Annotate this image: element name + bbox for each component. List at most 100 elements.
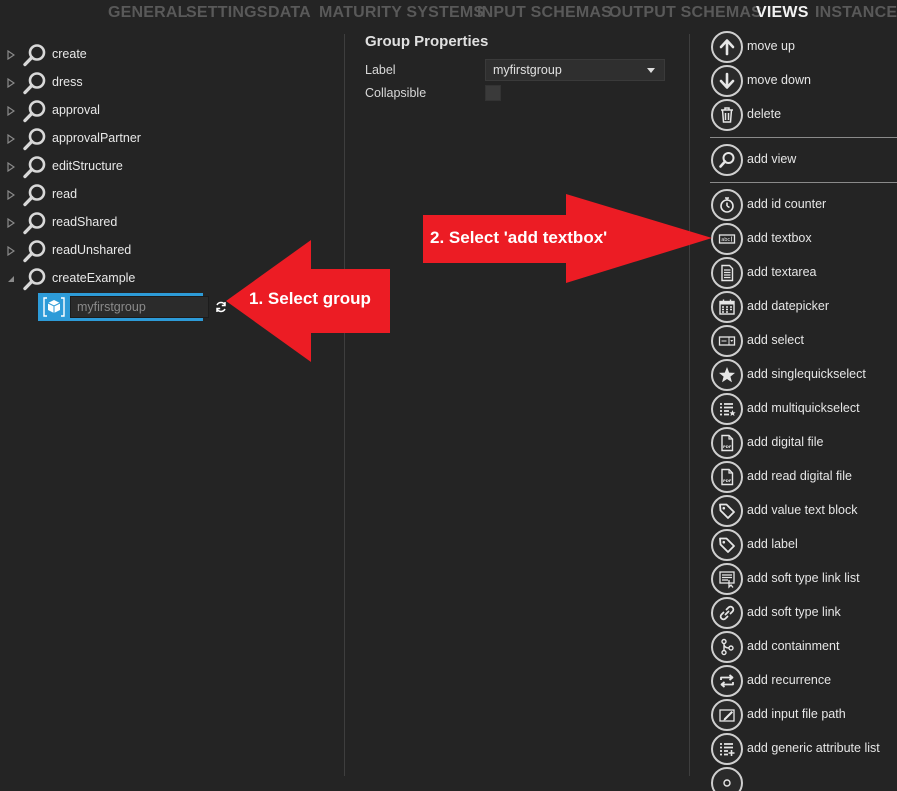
- action-label: add value text block: [747, 503, 858, 517]
- tree-item-dress[interactable]: dress: [0, 69, 230, 97]
- add-soft-type-link-list-button[interactable]: add soft type link list: [711, 563, 897, 595]
- svg-text:PDF: PDF: [723, 478, 732, 483]
- move-down-button[interactable]: move down: [711, 65, 897, 97]
- tree-item-approval[interactable]: approval: [0, 97, 230, 125]
- panel-divider-right: [689, 34, 690, 776]
- expand-arrow-icon[interactable]: [7, 162, 15, 172]
- separator: [710, 182, 897, 183]
- add-containment-button[interactable]: add containment: [711, 631, 897, 663]
- refresh-icon[interactable]: [214, 300, 228, 314]
- tree-item-readshared[interactable]: readShared: [0, 209, 230, 237]
- expand-arrow-icon[interactable]: [7, 78, 15, 88]
- add-soft-type-link-button[interactable]: add soft type link: [711, 597, 897, 629]
- expand-arrow-icon[interactable]: [7, 134, 15, 144]
- pdf-file-icon: PDF: [721, 468, 734, 486]
- tree-item-create[interactable]: create: [0, 41, 230, 69]
- add-multiquickselect-button[interactable]: add multiquickselect: [711, 393, 897, 425]
- action-label: add soft type link list: [747, 571, 860, 585]
- textarea-icon: [721, 264, 734, 282]
- star-icon: [719, 367, 735, 383]
- add-singlequickselect-button[interactable]: add singlequickselect: [711, 359, 897, 391]
- tree-item-read[interactable]: read: [0, 181, 230, 209]
- delete-button[interactable]: delete: [711, 99, 897, 131]
- add-read-digital-file-button[interactable]: PDF add read digital file: [711, 461, 897, 493]
- label-dropdown-value: myfirstgroup: [493, 63, 562, 77]
- tab-maturity-systems[interactable]: MATURITY SYSTEMS: [319, 4, 485, 21]
- action-label: add textarea: [747, 265, 817, 279]
- magnifier-icon: [23, 128, 46, 151]
- magnifier-icon: [23, 184, 46, 207]
- tree-item-readunshared[interactable]: readUnshared: [0, 237, 230, 265]
- expand-arrow-icon[interactable]: [7, 246, 15, 256]
- tab-views[interactable]: VIEWS: [756, 4, 809, 21]
- properties-title: Group Properties: [365, 33, 489, 50]
- label-caption: Label: [365, 63, 396, 77]
- tab-input-schemas[interactable]: INPUT SCHEMAS: [477, 4, 613, 21]
- add-textbox-button[interactable]: abc add textbox: [711, 223, 897, 255]
- add-generic-attribute-list-button[interactable]: add generic attribute list: [711, 733, 897, 765]
- group-name-input[interactable]: myfirstgroup: [70, 296, 209, 318]
- action-label: add select: [747, 333, 804, 347]
- add-recurrence-button[interactable]: add recurrence: [711, 665, 897, 697]
- add-view-button[interactable]: add view: [711, 144, 897, 176]
- label-dropdown[interactable]: myfirstgroup: [485, 59, 665, 81]
- action-label: move down: [747, 73, 811, 87]
- link-list-icon: [719, 571, 735, 589]
- arrow-up-icon: [719, 39, 735, 56]
- expand-arrow-icon[interactable]: [7, 218, 15, 228]
- add-textarea-button[interactable]: add textarea: [711, 257, 897, 289]
- add-digital-file-button[interactable]: PDF add digital file: [711, 427, 897, 459]
- more-action-button[interactable]: [711, 767, 897, 791]
- collapsible-checkbox[interactable]: [485, 85, 501, 101]
- textbox-icon: abc: [718, 234, 736, 244]
- tab-settings[interactable]: SETTINGS: [186, 4, 268, 21]
- action-label: add generic attribute list: [747, 741, 880, 755]
- magnifier-icon: [23, 72, 46, 95]
- tree-item-approvalpartner[interactable]: approvalPartner: [0, 125, 230, 153]
- add-input-file-path-button[interactable]: add input file path: [711, 699, 897, 731]
- callout-text: 1. Select group: [249, 289, 371, 308]
- action-label: add digital file: [747, 435, 824, 449]
- tree-item-label: create: [52, 47, 87, 61]
- expand-arrow-icon[interactable]: [7, 106, 15, 116]
- action-label: move up: [747, 39, 795, 53]
- attribute-list-icon: [720, 743, 735, 756]
- arrow-down-icon: [719, 72, 735, 89]
- svg-text:PDF: PDF: [723, 444, 732, 449]
- tree-item-editstructure[interactable]: editStructure: [0, 153, 230, 181]
- action-label: delete: [747, 107, 782, 121]
- svg-text:abc: abc: [721, 237, 730, 243]
- tag-icon: [719, 503, 735, 519]
- action-label: add soft type link: [747, 605, 841, 619]
- action-label: add containment: [747, 639, 840, 653]
- tab-instances[interactable]: INSTANCES: [815, 4, 897, 21]
- tab-data[interactable]: DATA: [268, 4, 311, 21]
- tree-item-createexample[interactable]: createExample: [0, 265, 230, 293]
- collapse-arrow-icon[interactable]: [7, 274, 15, 284]
- tree-item-label: readUnshared: [52, 243, 132, 257]
- collapsible-caption: Collapsible: [365, 86, 427, 100]
- add-label-button[interactable]: add label: [711, 529, 897, 561]
- tree-group-node-selected[interactable]: myfirstgroup: [38, 293, 226, 321]
- list-star-icon: [720, 403, 736, 416]
- edit-path-icon: [719, 709, 735, 722]
- arrow-left-callout-icon: [226, 240, 390, 362]
- separator: [710, 137, 897, 138]
- tree-item-label: dress: [52, 75, 83, 89]
- add-value-text-block-button[interactable]: add value text block: [711, 495, 897, 527]
- move-up-button[interactable]: move up: [711, 31, 897, 63]
- action-label: add recurrence: [747, 673, 832, 687]
- expand-arrow-icon[interactable]: [7, 190, 15, 200]
- tab-output-schemas[interactable]: OUTPUT SCHEMAS: [609, 4, 763, 21]
- link-icon: [719, 605, 735, 621]
- add-id-counter-button[interactable]: add id counter: [711, 189, 897, 221]
- magnifier-icon: [23, 212, 46, 235]
- add-datepicker-button[interactable]: add datepicker: [711, 291, 897, 323]
- arrow-right-callout-icon: [423, 194, 712, 283]
- tab-general[interactable]: GENERAL: [108, 4, 188, 21]
- expand-arrow-icon[interactable]: [7, 50, 15, 60]
- top-nav: GENERAL SETTINGS DATA MATURITY SYSTEMS I…: [0, 0, 897, 26]
- add-select-button[interactable]: add select: [711, 325, 897, 357]
- action-label: add singlequickselect: [747, 367, 866, 381]
- stopwatch-icon: [720, 197, 734, 213]
